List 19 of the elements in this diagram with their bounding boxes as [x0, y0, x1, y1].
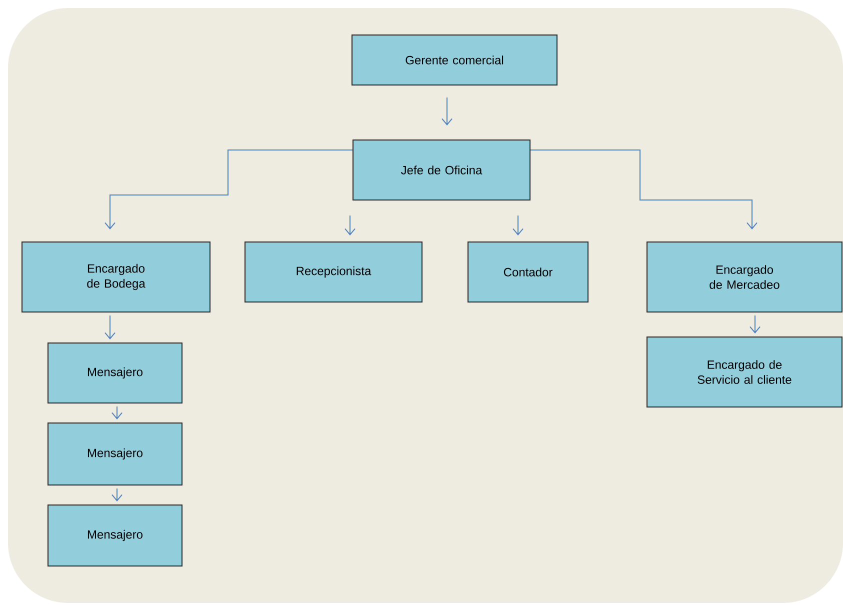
connector-arrow: [104, 150, 353, 230]
org-box: Mensajero: [48, 422, 182, 486]
arrow: [104, 315, 116, 340]
org-box: Gerente comercial: [352, 34, 558, 86]
arrow: [112, 488, 122, 502]
arrow: [344, 215, 356, 236]
org-box: Recepcionista: [244, 242, 422, 302]
arrow: [112, 406, 122, 420]
arrow: [750, 315, 760, 334]
arrow: [512, 215, 524, 236]
org-box: Jefe de Oficina: [352, 140, 530, 200]
connector-arrow: [530, 150, 758, 230]
org-box: Mensajero: [48, 504, 182, 566]
org-box: Mensajero: [48, 342, 182, 404]
org-box: Encargado de Bodega: [22, 242, 210, 312]
org-box: Contador: [468, 242, 588, 302]
arrow: [442, 97, 452, 126]
org-box: Encargado de Servicio al cliente: [646, 336, 842, 408]
org-box: Encargado de Mercadeo: [646, 242, 842, 312]
